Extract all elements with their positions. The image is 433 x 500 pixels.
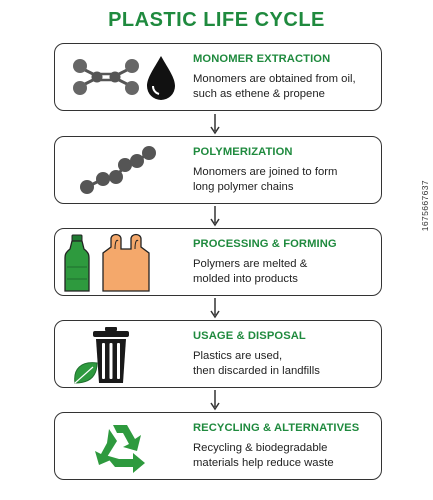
leaf-icon xyxy=(74,362,98,384)
step-polymerization: POLYMERIZATION Monomers are joined to fo… xyxy=(54,136,382,204)
arrow-down-icon xyxy=(210,298,220,319)
step-description-line: Polymers are melted & xyxy=(193,258,308,270)
step-heading: RECYCLING & ALTERNATIVES xyxy=(193,422,360,434)
recycle-icon xyxy=(95,425,145,473)
step-icons xyxy=(80,146,156,194)
step-description-line: Recycling & biodegradable xyxy=(193,442,328,454)
step-processing-forming: PROCESSING & FORMING Polymers are melted… xyxy=(54,228,382,296)
step-description: Monomers are obtained from oil, such as … xyxy=(193,72,356,102)
step-description-line: molded into products xyxy=(193,273,298,285)
step-description: Polymers are melted & molded into produc… xyxy=(193,257,307,287)
step-description: Plastics are used, then discarded in lan… xyxy=(193,349,320,379)
step-description-line: then discarded in landfills xyxy=(193,365,320,377)
polymer-chain-icon xyxy=(80,146,156,194)
step-icons xyxy=(74,327,129,384)
step-recycling-alternatives: RECYCLING & ALTERNATIVES Recycling & bio… xyxy=(54,412,382,480)
step-usage-disposal: USAGE & DISPOSAL Plastics are used, then… xyxy=(54,320,382,388)
plastic-bag-icon xyxy=(102,233,150,292)
arrow-down-icon xyxy=(210,206,220,227)
step-icons xyxy=(64,233,150,292)
step-description-line: Plastics are used, xyxy=(193,350,283,362)
step-icons xyxy=(95,425,145,473)
step-description-line: Monomers are obtained from oil, xyxy=(193,73,356,85)
step-description-line: long polymer chains xyxy=(193,181,294,193)
step-description-line: materials help reduce waste xyxy=(193,457,334,469)
page-title: PLASTIC LIFE CYCLE xyxy=(108,9,325,31)
side-id-text: 1675667637 xyxy=(420,180,430,232)
trash-bin-icon xyxy=(93,327,129,383)
step-heading: PROCESSING & FORMING xyxy=(193,238,337,250)
step-description: Recycling & biodegradable materials help… xyxy=(193,441,334,471)
step-monomer-extraction: MONOMER EXTRACTION Monomers are obtained… xyxy=(54,43,382,111)
step-description-line: such as ethene & propene xyxy=(193,88,325,100)
oil-drop-icon xyxy=(147,56,175,100)
molecule-icon xyxy=(73,59,139,95)
step-icons xyxy=(73,56,175,100)
step-description-line: Monomers are joined to form xyxy=(193,166,338,178)
step-heading: USAGE & DISPOSAL xyxy=(193,330,306,342)
step-heading: MONOMER EXTRACTION xyxy=(193,53,331,65)
step-description: Monomers are joined to form long polymer… xyxy=(193,165,337,195)
arrow-down-icon xyxy=(210,390,220,411)
step-heading: POLYMERIZATION xyxy=(193,146,293,158)
arrow-down-icon xyxy=(210,114,220,135)
plastic-bottle-icon xyxy=(64,234,90,292)
